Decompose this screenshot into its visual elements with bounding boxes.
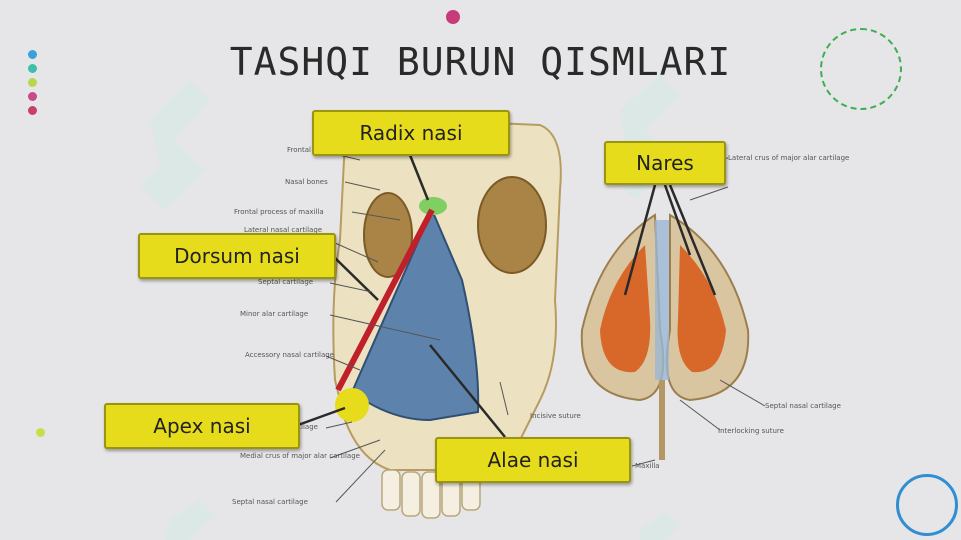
annotation-septal-nasal-right: Septal nasal cartilage <box>765 402 841 410</box>
label-apex-nasi: Apex nasi <box>104 403 300 449</box>
annotation-frontal-process: Frontal process of maxilla <box>234 208 324 216</box>
annotation-nasal-bones: Nasal bones <box>285 178 328 186</box>
label-leader-lines <box>297 154 717 438</box>
decor-dot <box>28 78 37 87</box>
skull-illustration <box>332 118 562 519</box>
decor-dot <box>28 106 37 115</box>
decor-pink-dot <box>446 10 460 24</box>
annotation-septal-cartilage: Septal cartilage <box>258 278 313 286</box>
annotation-lateral-crus: Lateral crus of major alar cartilage <box>728 154 849 162</box>
slide-title: TASHQI BURUN QISMLARI <box>229 40 732 84</box>
label-nares: Nares <box>604 141 726 185</box>
decor-blue-circle <box>896 474 958 536</box>
annotation-septal-nasal: Septal nasal cartilage <box>232 498 308 506</box>
annotation-minor-alar: Minor alar cartilage <box>240 310 308 318</box>
nostrils-illustration <box>580 213 750 460</box>
annotation-lateral-cartilage: Lateral nasal cartilage <box>244 226 322 234</box>
decor-dot <box>28 50 37 59</box>
annotation-maxilla: Maxilla <box>635 462 660 470</box>
annotation-frontal-bone: Frontal bone <box>287 146 331 154</box>
annotation-medial-crus: Medial crus of major alar cartilage <box>240 452 360 460</box>
annotation-interlocking: Interlocking suture <box>718 427 784 435</box>
annotation-accessory-cartilage: Accessory nasal cartilage <box>245 351 334 359</box>
decor-dots <box>28 50 37 120</box>
decor-green-dot <box>36 428 45 437</box>
decor-dashed-circle <box>820 28 902 110</box>
decor-dot <box>28 92 37 101</box>
label-dorsum-nasi: Dorsum nasi <box>138 233 336 279</box>
decor-dot <box>28 64 37 73</box>
annotation-incisive-suture: Incisive suture <box>530 412 581 420</box>
label-alae-nasi: Alae nasi <box>435 437 631 483</box>
annotation-lines <box>317 149 766 503</box>
label-radix-nasi: Radix nasi <box>312 110 510 156</box>
